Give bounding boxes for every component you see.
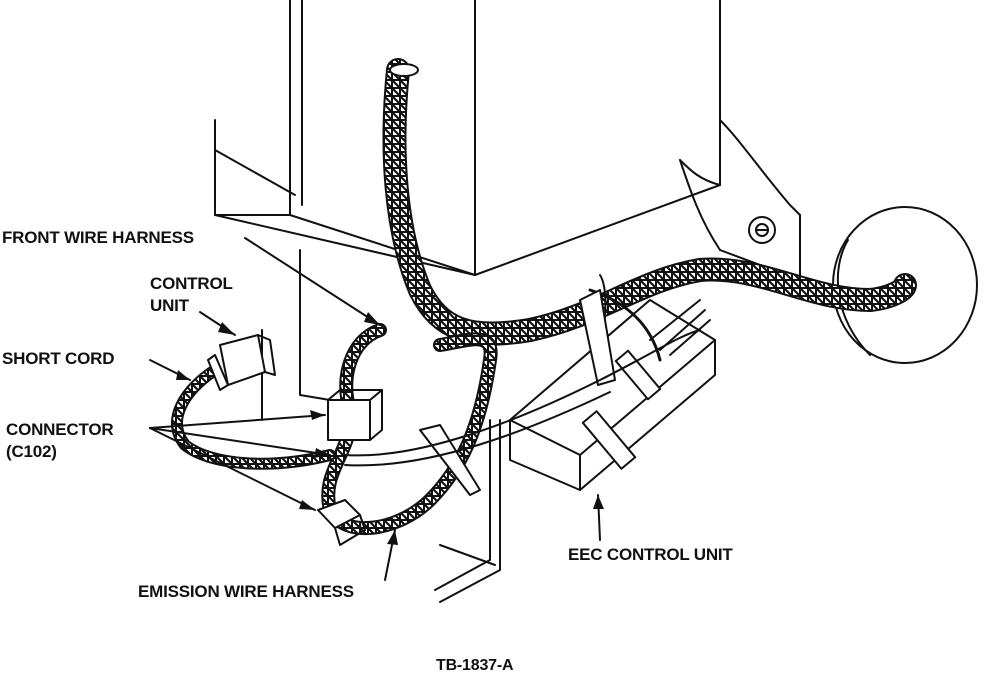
- label-connector-line2: (C102): [6, 442, 57, 461]
- control-unit: [207, 334, 276, 391]
- thin-wires: [344, 329, 701, 467]
- leader-front-wire-harness: [244, 237, 381, 326]
- arrowheads: [176, 312, 604, 545]
- label-eec-control-unit: EEC CONTROL UNIT: [568, 545, 733, 564]
- firewall-panel: [214, 0, 801, 421]
- leader-connector-a: [149, 414, 326, 429]
- connector-c102-upper: [327, 389, 383, 441]
- label-connector-line1: CONNECTOR: [6, 420, 114, 439]
- connector-c102-lower: [317, 499, 366, 546]
- mounting-bracket: [434, 419, 501, 603]
- wire-clip: [419, 289, 616, 496]
- leader-connector-c: [149, 427, 316, 511]
- leader-connector-b: [149, 427, 331, 456]
- label-front-wire-harness: FRONT WIRE HARNESS: [2, 228, 194, 247]
- mounting-bolt: [748, 216, 776, 244]
- label-control-unit-line1: CONTROL: [150, 274, 233, 293]
- front-wire-harness: [382, 58, 917, 346]
- label-control-unit-line2: UNIT: [150, 296, 189, 315]
- label-short-cord: SHORT CORD: [2, 349, 115, 368]
- figure-id: TB-1837-A: [436, 657, 514, 674]
- label-emission-wire-harness: EMISSION WIRE HARNESS: [138, 582, 354, 601]
